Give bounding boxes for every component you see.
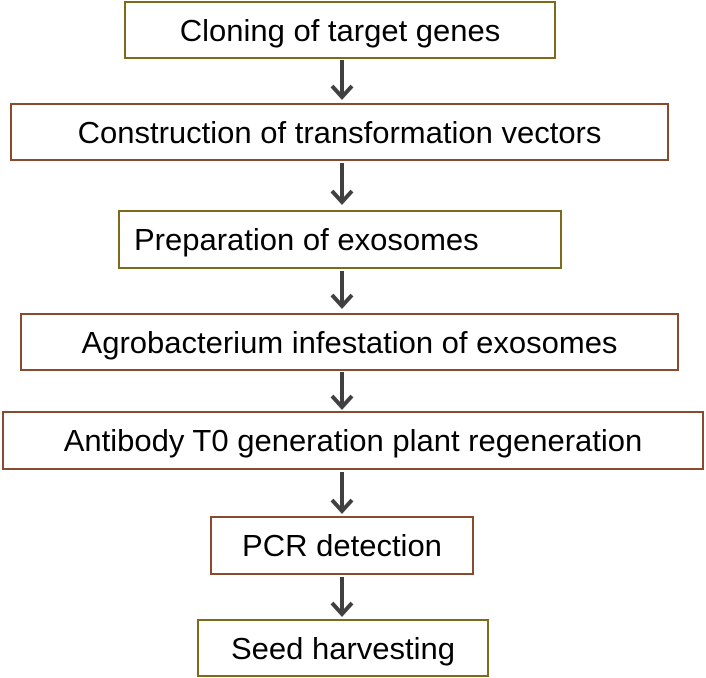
step-label: Antibody T0 generation plant regeneratio… [63, 423, 643, 458]
down-arrow-icon [327, 60, 357, 100]
step-construction-of-transformation-vectors: Construction of transformation vectors [10, 103, 669, 161]
step-label: Construction of transformation vectors [77, 114, 602, 150]
down-arrow-icon [327, 372, 357, 410]
step-label: Cloning of target genes [179, 12, 501, 48]
step-label: Agrobacterium infestation of exosomes [81, 324, 618, 360]
step-label: PCR detection [242, 528, 442, 563]
down-arrow-icon [327, 577, 357, 617]
down-arrow-icon [327, 163, 357, 205]
down-arrow-icon [327, 271, 357, 309]
step-cloning-of-target-genes: Cloning of target genes [124, 1, 556, 59]
step-preparation-of-exosomes: Preparation of exosomes [118, 210, 562, 269]
step-antibody-t0-generation-plant-regeneration: Antibody T0 generation plant regeneratio… [2, 411, 704, 470]
step-seed-harvesting: Seed harvesting [197, 619, 489, 677]
down-arrow-icon [327, 472, 357, 514]
step-agrobacterium-infestation-of-exosomes: Agrobacterium infestation of exosomes [20, 313, 679, 371]
step-label: Preparation of exosomes [134, 222, 479, 257]
step-label: Seed harvesting [230, 630, 456, 666]
step-pcr-detection: PCR detection [210, 516, 474, 575]
